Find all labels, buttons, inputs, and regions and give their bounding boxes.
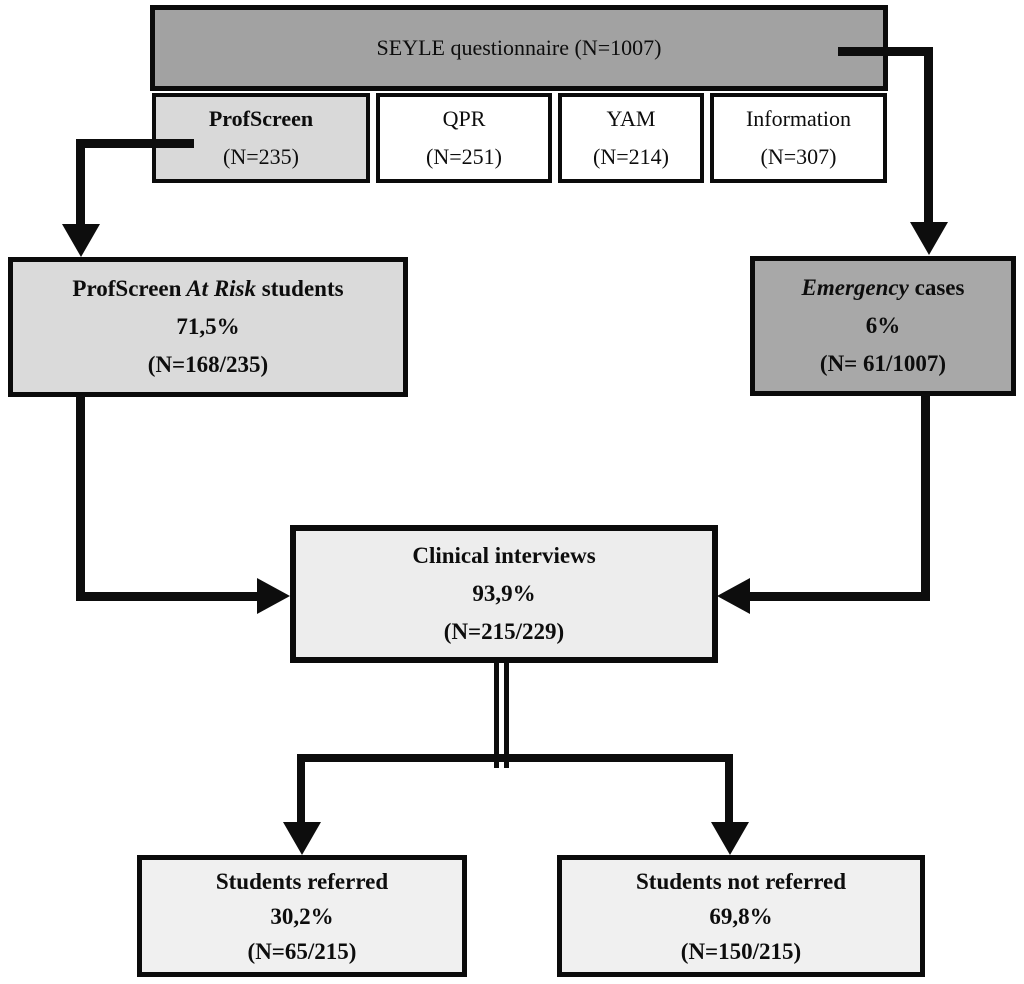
arrowhead-to-emergency-icon: [910, 222, 948, 255]
clinical-interviews-box: Clinical interviews 93,9% (N=215/229): [290, 525, 718, 663]
not-referred-n: (N=150/215): [680, 938, 802, 964]
arrowhead-to-referred-icon: [283, 822, 321, 855]
split-right-arm: [725, 754, 733, 824]
clinical-double-line-right: [504, 660, 509, 768]
qpr-cell-name: QPR: [442, 106, 486, 131]
not-referred-title: Students not referred: [636, 868, 846, 894]
emergency-title-italic: Emergency: [801, 275, 909, 300]
profscreen-cell-n: (N=235): [223, 144, 299, 169]
yam-cell-n: (N=214): [593, 144, 669, 169]
at-risk-title: ProfScreen At Risk students: [72, 270, 343, 308]
clinical-n: (N=215/229): [443, 619, 565, 644]
seyle-connector-vertical: [924, 47, 933, 223]
not-referred-percent: 69,8%: [709, 903, 773, 929]
emergency-down-connector: [921, 394, 930, 601]
referred-title: Students referred: [215, 868, 389, 894]
at-risk-students-box: ProfScreen At Risk students 71,5% (N=168…: [8, 257, 408, 397]
at-risk-title-italic: At Risk: [181, 276, 262, 301]
clinical-percent: 93,9%: [472, 581, 536, 606]
at-risk-down-connector: [76, 395, 85, 601]
at-risk-title-part1: ProfScreen: [72, 276, 182, 301]
at-risk-to-clinical-horizontal: [76, 592, 258, 601]
seyle-connector-horizontal: [838, 47, 933, 56]
at-risk-percent: 71,5%: [176, 314, 240, 339]
profscreen-cell-name: ProfScreen: [208, 106, 314, 131]
split-left-arm: [297, 754, 305, 824]
emergency-title-regular: cases: [908, 275, 965, 300]
yam-cell-name: YAM: [606, 106, 656, 131]
yam-cell: YAM (N=214): [558, 93, 704, 183]
split-horizontal-line: [297, 754, 733, 762]
profscreen-connector-horizontal: [76, 139, 194, 148]
arrowhead-to-not-referred-icon: [711, 822, 749, 855]
profscreen-cell: ProfScreen (N=235): [152, 93, 370, 183]
referred-n: (N=65/215): [247, 938, 357, 964]
clinical-title: Clinical interviews: [412, 543, 596, 568]
emergency-percent: 6%: [865, 313, 901, 338]
information-cell: Information (N=307): [710, 93, 887, 183]
profscreen-connector-vertical: [76, 139, 85, 227]
information-cell-name: Information: [745, 106, 852, 131]
students-not-referred-box: Students not referred 69,8% (N=150/215): [557, 855, 925, 977]
seyle-questionnaire-box: SEYLE questionnaire (N=1007): [150, 5, 888, 91]
information-cell-n: (N=307): [760, 144, 837, 169]
emergency-to-clinical-horizontal: [750, 592, 930, 601]
clinical-double-line-left: [494, 660, 499, 768]
arrowhead-to-at-risk-icon: [62, 224, 100, 257]
qpr-cell-n: (N=251): [426, 144, 502, 169]
qpr-cell: QPR (N=251): [376, 93, 552, 183]
arrowhead-into-clinical-left-icon: [257, 578, 290, 614]
at-risk-n: (N=168/235): [147, 352, 269, 377]
referred-percent: 30,2%: [270, 903, 334, 929]
seyle-questionnaire-label: SEYLE questionnaire (N=1007): [376, 35, 662, 60]
emergency-n: (N= 61/1007): [819, 351, 947, 376]
at-risk-title-part2: students: [261, 276, 344, 301]
students-referred-box: Students referred 30,2% (N=65/215): [137, 855, 467, 977]
emergency-title: Emergency cases: [802, 269, 965, 307]
emergency-cases-box: Emergency cases 6% (N= 61/1007): [750, 256, 1016, 396]
arrowhead-into-clinical-right-icon: [717, 578, 750, 614]
